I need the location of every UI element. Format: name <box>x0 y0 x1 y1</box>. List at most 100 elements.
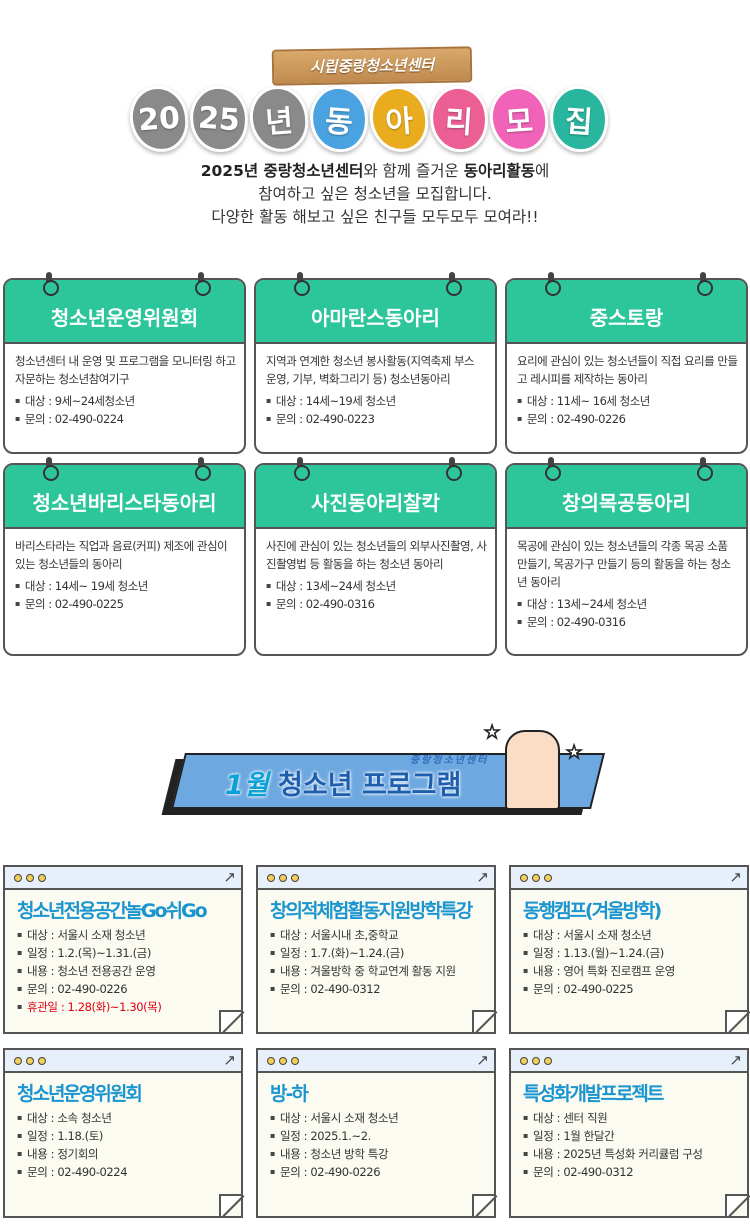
program-info-item: 내용 : 청소년 방학 특강 <box>270 1145 494 1163</box>
binder-ring-icon <box>545 272 561 296</box>
program-body: 대상 : 서울시 소재 청소년일정 : 1.13.(월)~1.24.(금)내용 … <box>511 926 747 998</box>
window-titlebar: ↗ <box>511 1050 747 1073</box>
window-dot-icon <box>532 873 540 882</box>
expand-arrow-icon[interactable]: ↗ <box>476 1051 489 1069</box>
program-info-item: 대상 : 서울시 소재 청소년 <box>523 926 747 944</box>
star-icon: ★ <box>565 741 583 764</box>
program-info-item: 문의 : 02-490-0225 <box>523 980 747 998</box>
expand-arrow-icon[interactable]: ↗ <box>223 868 236 886</box>
program-title: 특성화개발프로젝트 <box>523 1083 664 1105</box>
title-char-blob: 20 <box>127 84 191 154</box>
program-info-item: 일정 : 1.18.(토) <box>17 1127 241 1145</box>
window-dot-icon <box>544 1056 552 1065</box>
page-fold-icon <box>725 1194 747 1216</box>
expand-arrow-icon[interactable]: ↗ <box>729 868 742 886</box>
banner-subtitle: 중랑청소년센터 <box>410 755 489 766</box>
program-info-item: 문의 : 02-490-0224 <box>17 1163 241 1181</box>
program-info-item: 내용 : 2025년 특성화 커리큘럼 구성 <box>523 1145 747 1163</box>
club-info-item: 대상 : 14세~19세 청소년 <box>266 392 487 410</box>
program-card[interactable]: ↗창의적체험활동지원방학특강대상 : 서울시내 초,중학교일정 : 1.7.(화… <box>256 865 496 1034</box>
page-fold-icon <box>472 1194 494 1216</box>
club-body: 목공에 관심이 있는 청소년들의 각종 목공 소품 만들기, 목공가구 만들기 … <box>507 529 746 635</box>
club-description: 요리에 관심이 있는 청소년들이 직접 요리를 만들고 레시피를 제작하는 동아… <box>517 354 738 386</box>
program-info-item: 대상 : 서울시 소재 청소년 <box>17 926 241 944</box>
intro-bold-1: 2025년 중랑청소년센터 <box>200 162 364 180</box>
window-dot-icon <box>544 873 552 882</box>
club-info-item: 문의 : 02-490-0223 <box>266 410 487 428</box>
page-fold-icon <box>219 1010 241 1032</box>
club-info-item: 문의 : 02-490-0226 <box>517 410 738 428</box>
program-info-item: 대상 : 서울시 소재 청소년 <box>270 1109 494 1127</box>
program-info-item: 대상 : 서울시내 초,중학교 <box>270 926 494 944</box>
program-info-item: 대상 : 센터 직원 <box>523 1109 747 1127</box>
page-fold-icon <box>725 1010 747 1032</box>
club-body: 요리에 관심이 있는 청소년들이 직접 요리를 만들고 레시피를 제작하는 동아… <box>507 344 746 432</box>
binder-ring-icon <box>294 272 310 296</box>
window-dot-icon <box>520 873 528 882</box>
fist-icon <box>505 730 560 810</box>
program-info-item: 문의 : 02-490-0312 <box>523 1163 747 1181</box>
program-info-item: 일정 : 1월 한달간 <box>523 1127 747 1145</box>
program-info-item: 내용 : 청소년 전용공간 운영 <box>17 962 241 980</box>
program-card[interactable]: ↗ 동행캠프(겨울방학) 대상 : 서울시 소재 청소년일정 : 1.13.(월)~… <box>509 865 749 1034</box>
club-description: 청소년센터 내 운영 및 프로그램을 모니터링 하고 자문하는 청소년참여기구 <box>15 354 236 386</box>
program-body: 대상 : 센터 직원일정 : 1월 한달간내용 : 2025년 특성화 커리큘럼… <box>511 1109 747 1181</box>
intro-bold-2: 동아리활동 <box>463 162 535 180</box>
binder-ring-icon <box>545 457 561 481</box>
window-dot-icon <box>26 873 34 882</box>
program-card[interactable]: ↗ 청소년전용공간놀Go쉬Go 대상 : 서울시 소재 청소년일정 : 1.2.(목… <box>3 865 243 1034</box>
club-info-item: 문의 : 02-490-0316 <box>517 613 738 631</box>
program-info-item: 문의 : 02-490-0312 <box>270 980 494 998</box>
program-body: 대상 : 서울시내 초,중학교일정 : 1.7.(화)~1.24.(금)내용 :… <box>258 926 494 998</box>
program-title: 청소년전용공간놀Go쉬Go <box>17 900 208 922</box>
window-dot-icon <box>26 1056 34 1065</box>
program-info-item: 일정 : 1.2.(목)~1.31.(금) <box>17 944 241 962</box>
club-body: 바리스타라는 직업과 음료(커피) 제조에 관심이 있는 청소년들의 동아리대상… <box>5 529 244 617</box>
page-fold-icon <box>472 1010 494 1032</box>
program-title: 동행캠프(겨울방학) <box>523 900 662 922</box>
binder-ring-icon <box>195 272 211 296</box>
window-titlebar: ↗ <box>258 867 494 890</box>
title-char-blob: 모 <box>487 84 551 154</box>
program-card[interactable]: ↗ 특성화개발프로젝트대상 : 센터 직원일정 : 1월 한달간내용 : 2025… <box>509 1048 749 1218</box>
window-dot-icon <box>291 1056 299 1065</box>
intro-text: 2025년 중랑청소년센터와 함께 즐거운 동아리활동에 참여하고 싶은 청소년… <box>0 160 750 229</box>
program-info-item: 문의 : 02-490-0226 <box>270 1163 494 1181</box>
window-titlebar: ↗ <box>5 867 241 890</box>
club-body: 청소년센터 내 운영 및 프로그램을 모니터링 하고 자문하는 청소년참여기구대… <box>5 344 244 432</box>
club-info-item: 대상 : 13세~24세 청소년 <box>517 595 738 613</box>
window-dot-icon <box>520 1056 528 1065</box>
center-name-sign: 시립중랑청소년센터 <box>271 46 473 86</box>
binder-ring-icon <box>43 272 59 296</box>
window-dot-icon <box>14 1056 22 1065</box>
program-card[interactable]: ↗방-하대상 : 서울시 소재 청소년일정 : 2025.1.~2.내용 : 청… <box>256 1048 496 1218</box>
window-dot-icon <box>14 873 22 882</box>
expand-arrow-icon[interactable]: ↗ <box>223 1051 236 1069</box>
title-char-blob: 리 <box>427 84 491 154</box>
program-info-item: 문의 : 02-490-0226 <box>17 980 241 998</box>
expand-arrow-icon[interactable]: ↗ <box>476 868 489 886</box>
binder-ring-icon <box>43 457 59 481</box>
window-dot-icon <box>38 873 46 882</box>
binder-ring-icon <box>446 272 462 296</box>
intro-line-2: 참여하고 싶은 청소년을 모집합니다. <box>258 185 492 203</box>
title-char-blob: 동 <box>307 84 371 154</box>
window-dot-icon <box>279 873 287 882</box>
program-card[interactable]: ↗청소년운영위원회대상 : 소속 청소년일정 : 1.18.(토)내용 : 정기… <box>3 1048 243 1218</box>
program-info-item: 내용 : 영어 특화 진로캠프 운영 <box>523 962 747 980</box>
page-fold-icon <box>219 1194 241 1216</box>
expand-arrow-icon[interactable]: ↗ <box>729 1051 742 1069</box>
binder-ring-icon <box>697 272 713 296</box>
club-description: 지역과 연계한 청소년 봉사활동(지역축제 부스 운영, 기부, 벽화그리기 등… <box>266 354 475 386</box>
star-icon: ★ <box>483 721 501 744</box>
program-body: 대상 : 소속 청소년일정 : 1.18.(토)내용 : 정기회의문의 : 02… <box>5 1109 241 1181</box>
club-info-item: 문의 : 02-490-0225 <box>15 595 236 613</box>
